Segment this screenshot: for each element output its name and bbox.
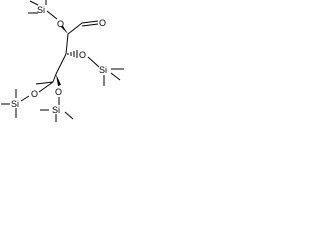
si3-label: Si	[99, 65, 107, 75]
aldehyde-oxygen-label: O	[99, 18, 106, 28]
chemical-structure-diagram: O O Si O Si O Si O Si	[1, 0, 124, 122]
o3-label: O	[79, 50, 86, 60]
tms-ether-c3: O Si	[67, 50, 124, 86]
tms-ether-c2: O Si	[28, 0, 68, 34]
aldehyde-group: O	[81, 18, 106, 28]
bond-c3-c4	[55, 53, 67, 75]
bond-c1-c2	[67, 22, 83, 35]
si2-label: Si	[37, 5, 45, 15]
wedge-c4-o4	[56, 74, 61, 86]
bond-c4-c5	[52, 73, 57, 83]
tms-ether-c4: O Si	[40, 74, 74, 122]
tms-ether-c5: O Si	[1, 81, 54, 118]
bond-si4-me-c	[64, 111, 74, 120]
wedge-c2-o2	[61, 26, 68, 34]
bond-si3-me-c	[110, 72, 121, 81]
bond-c1-o-double-a	[81, 20, 99, 24]
bond-o5-si5	[20, 95, 30, 102]
carbon-backbone	[35, 22, 83, 85]
bond-o3-si3	[87, 56, 100, 68]
bond-c1-o-double-b	[81, 23, 99, 27]
bond-c2-c3	[65, 33, 69, 55]
o5-label: O	[31, 89, 38, 99]
bond-c5-c6	[35, 81, 54, 85]
bond-o2-si2	[46, 10, 58, 20]
bond-si2-me-a	[29, 0, 39, 6]
bond-c5-o5	[38, 81, 54, 93]
si4-label: Si	[52, 105, 60, 115]
o4-label: O	[55, 87, 62, 97]
o2-label: O	[57, 19, 64, 29]
si5-label: Si	[11, 99, 19, 109]
